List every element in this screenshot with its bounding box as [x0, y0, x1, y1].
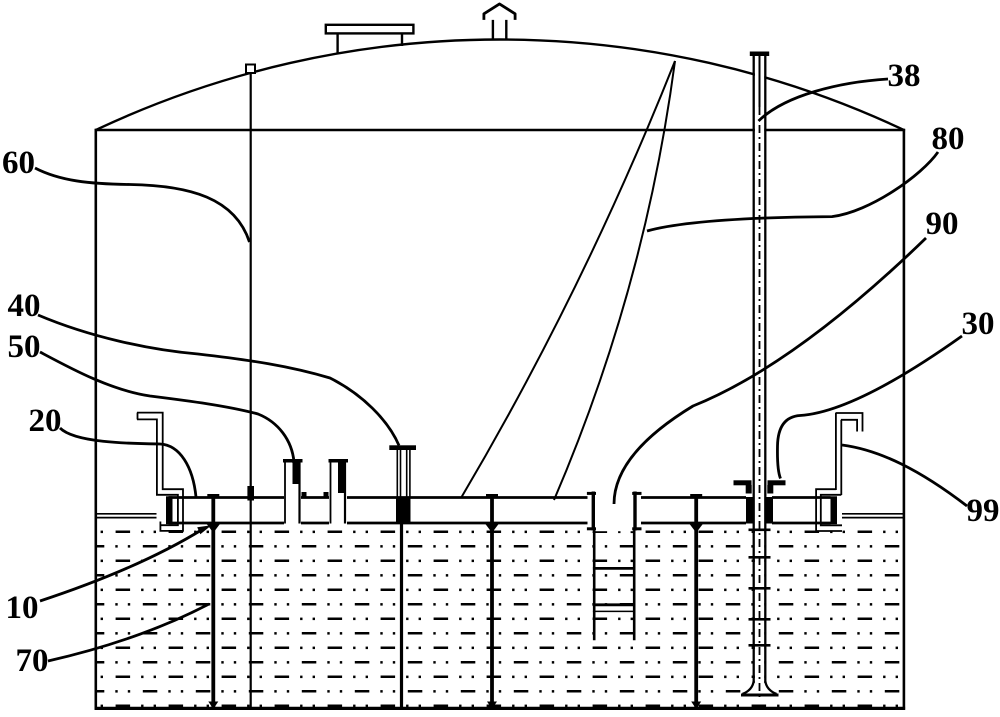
svg-text:50: 50	[8, 329, 41, 365]
svg-text:30: 30	[962, 306, 995, 342]
svg-text:80: 80	[932, 121, 965, 157]
svg-text:99: 99	[967, 493, 1000, 529]
svg-text:60: 60	[2, 145, 35, 181]
svg-text:90: 90	[926, 206, 959, 242]
svg-text:70: 70	[16, 643, 49, 679]
svg-text:38: 38	[888, 58, 921, 94]
svg-text:20: 20	[29, 403, 62, 439]
svg-text:40: 40	[8, 288, 41, 324]
svg-text:10: 10	[6, 590, 39, 626]
